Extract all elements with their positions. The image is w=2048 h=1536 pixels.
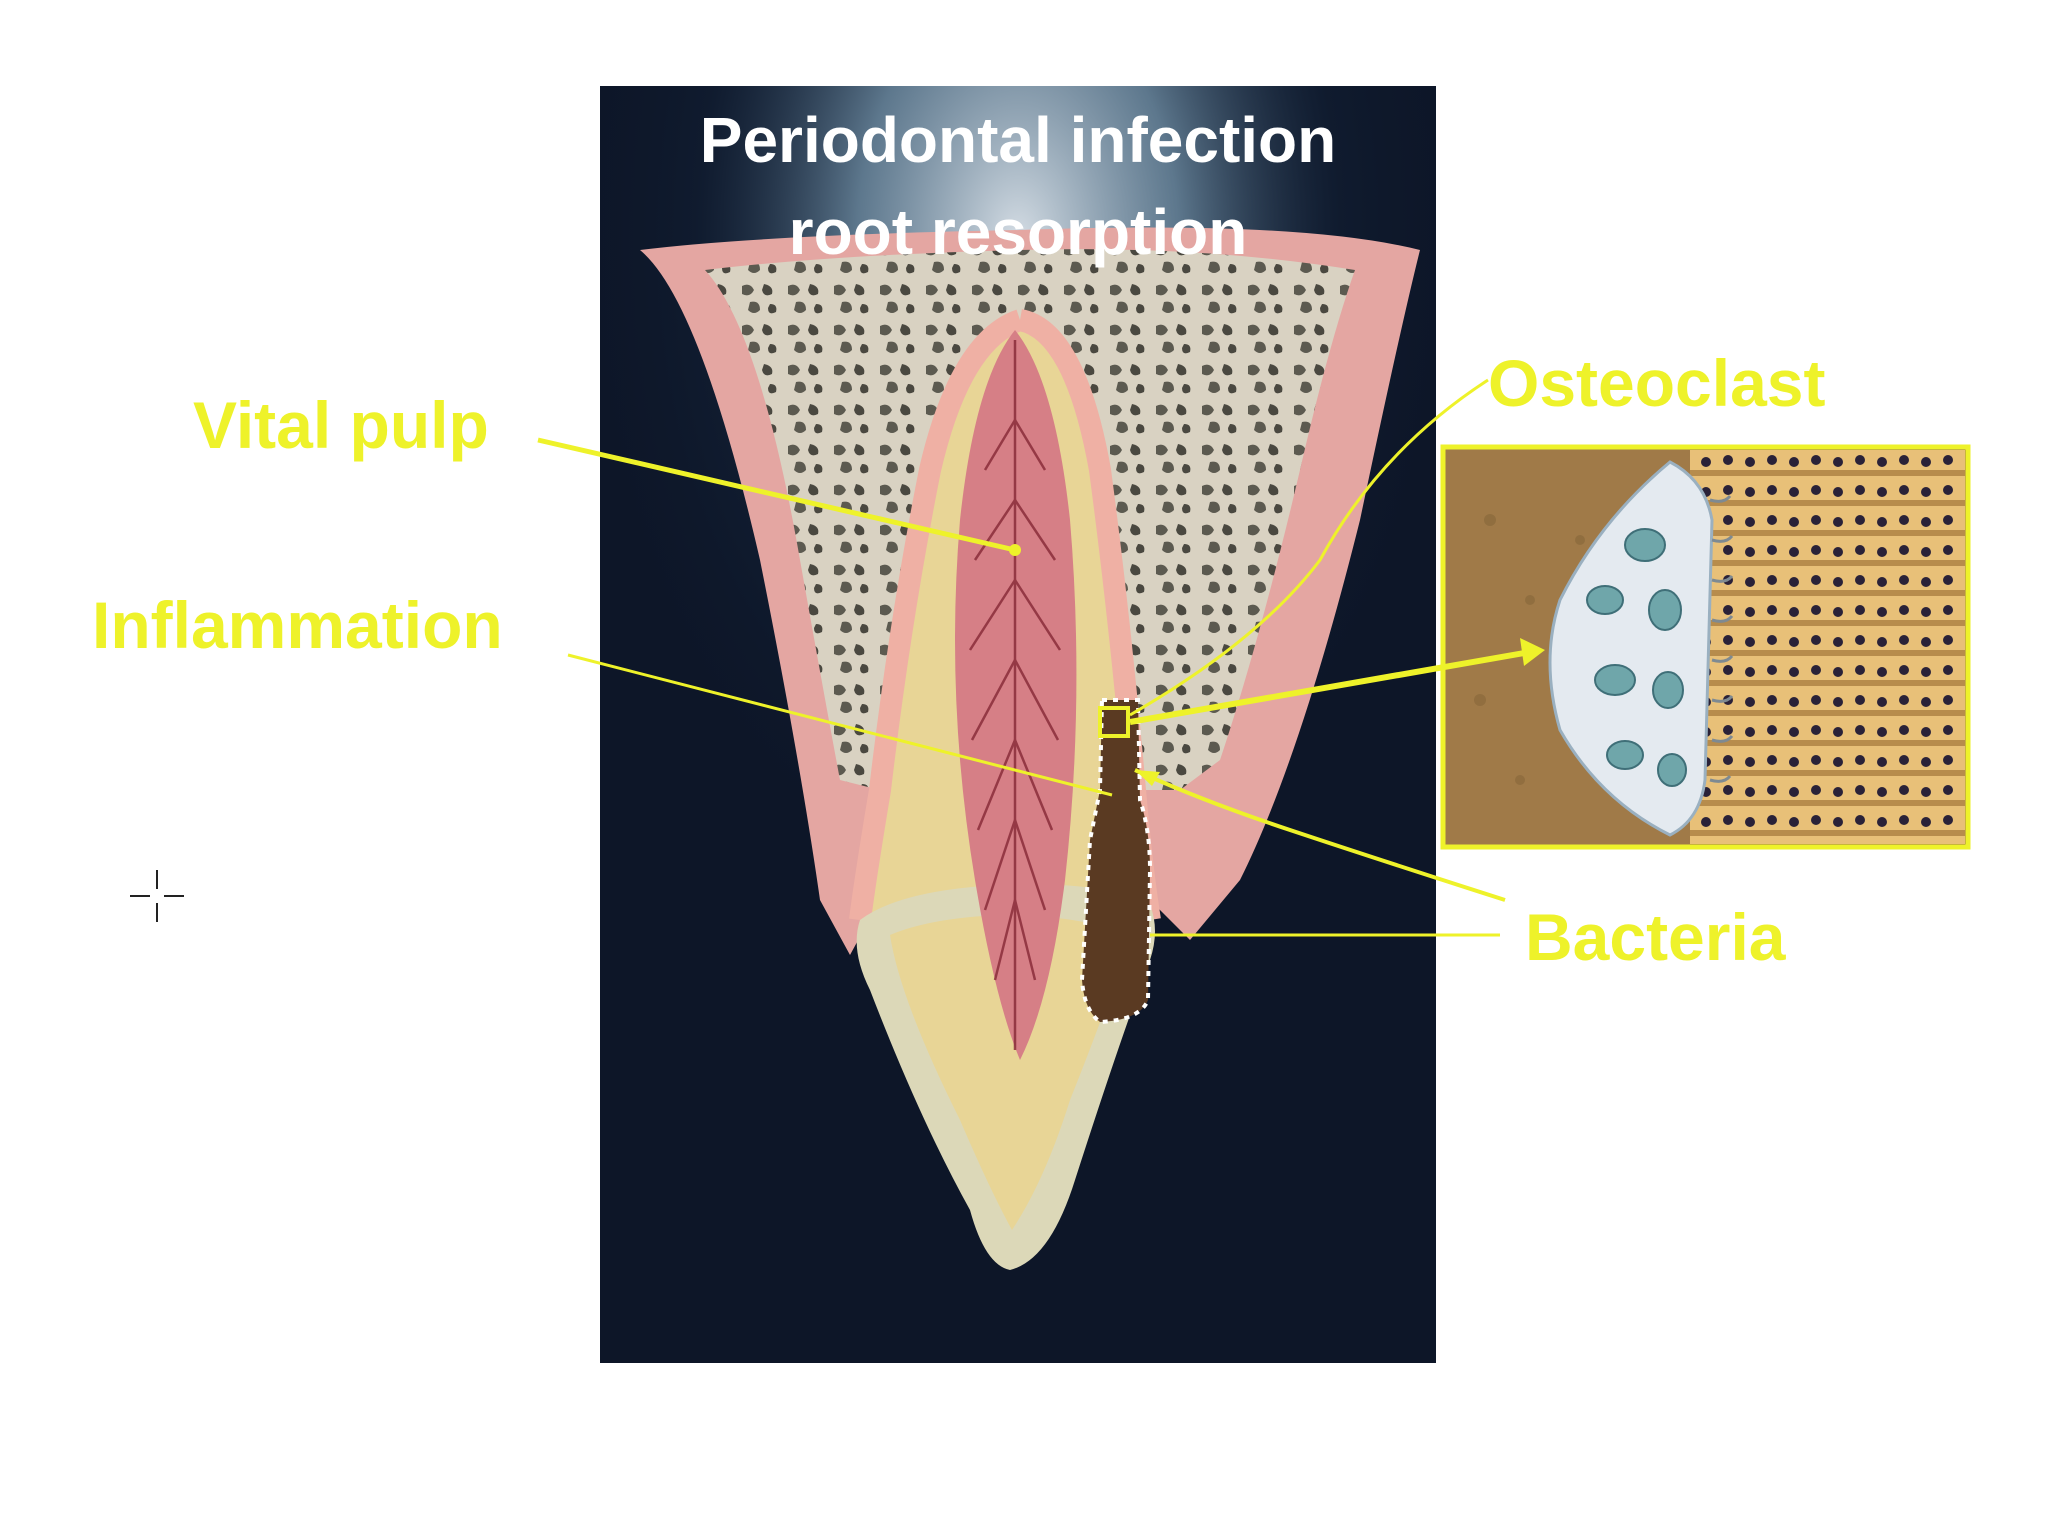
inset-arrow xyxy=(1129,649,1531,725)
bacteria-leader-1 xyxy=(1134,768,1506,902)
label-bacteria: Bacteria xyxy=(1525,900,1787,974)
resorption-defect xyxy=(1082,700,1150,1022)
label-vital-pulp: Vital pulp xyxy=(193,388,489,462)
title-line-2: root resorption xyxy=(789,196,1248,268)
osteoclast-cell xyxy=(1548,460,1714,837)
leader-lines xyxy=(537,378,1545,937)
title-line-1: Periodontal infection xyxy=(700,104,1336,176)
osteoclast-inset xyxy=(1440,444,1971,850)
osteoclast-leader xyxy=(1129,378,1489,717)
vital-pulp-leader xyxy=(537,437,1016,553)
inflammation-leader xyxy=(567,653,1113,797)
crosshair-cursor-icon xyxy=(130,870,184,922)
osteoclast-marker-box xyxy=(1098,706,1130,738)
label-inflammation: Inflammation xyxy=(92,588,503,662)
label-osteoclast: Osteoclast xyxy=(1488,346,1825,420)
